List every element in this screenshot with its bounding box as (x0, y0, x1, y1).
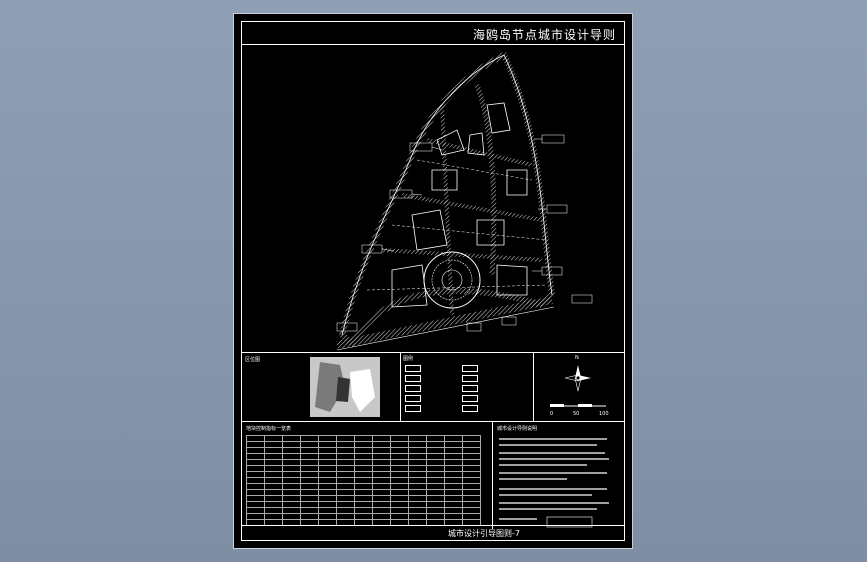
map-drawing (336, 51, 593, 351)
legend-panel: 图例 (400, 353, 534, 421)
north-label: N (575, 355, 579, 361)
legend-swatch (462, 405, 478, 412)
bottom-road (336, 296, 553, 349)
north-arrow-panel: N 0 50 100 (533, 353, 624, 421)
table-row (246, 507, 481, 514)
legend-swatch (462, 395, 478, 402)
scale-bar (550, 404, 606, 407)
legend-swatch (405, 375, 421, 382)
legend-swatch (405, 405, 421, 412)
footer-band: 城市设计引导图则-7 (242, 525, 624, 540)
callout-labels (336, 134, 593, 332)
scale-label: 100 (599, 411, 609, 417)
location-panel: 区位图 (242, 353, 401, 421)
notes-panel: 城市设计导则说明 (493, 421, 624, 529)
building-footprints (391, 102, 528, 308)
table-row (246, 435, 481, 442)
info-row: 区位图 图例 (242, 352, 624, 422)
legend-swatch (405, 365, 421, 372)
table-title: 地块控制指标一览表 (246, 426, 292, 432)
master-plan-map (242, 45, 624, 351)
compass-icon (564, 365, 591, 392)
legend-swatch (462, 385, 478, 392)
scale-label: 50 (573, 411, 580, 417)
footer-title: 城市设计引导图则-7 (448, 529, 520, 538)
internal-road (474, 84, 497, 276)
internal-road (381, 248, 543, 262)
index-table-grid (246, 435, 481, 526)
table-row (246, 447, 481, 454)
legend-swatch (462, 375, 478, 382)
legend-swatch (462, 365, 478, 372)
internal-road (440, 104, 454, 316)
lot-boundaries (366, 159, 548, 291)
drawing-sheet: 海鸥岛节点城市设计导则 (233, 13, 633, 549)
location-label: 区位图 (245, 357, 261, 363)
notes-title: 城市设计导则说明 (497, 426, 538, 432)
drawing-frame: 海鸥岛节点城市设计导则 (241, 21, 625, 541)
legend-swatch (405, 385, 421, 392)
location-map (310, 357, 380, 417)
legend-title: 图例 (403, 356, 414, 362)
control-index-table: 地块控制指标一览表 (242, 421, 493, 529)
internal-road (401, 193, 543, 222)
title-band: 海鸥岛节点城市设计导则 (242, 22, 624, 45)
drawing-title: 海鸥岛节点城市设计导则 (472, 28, 616, 42)
scale-label: 0 (550, 411, 554, 417)
notes-text-lines (499, 438, 609, 528)
legend-swatch (405, 395, 421, 402)
